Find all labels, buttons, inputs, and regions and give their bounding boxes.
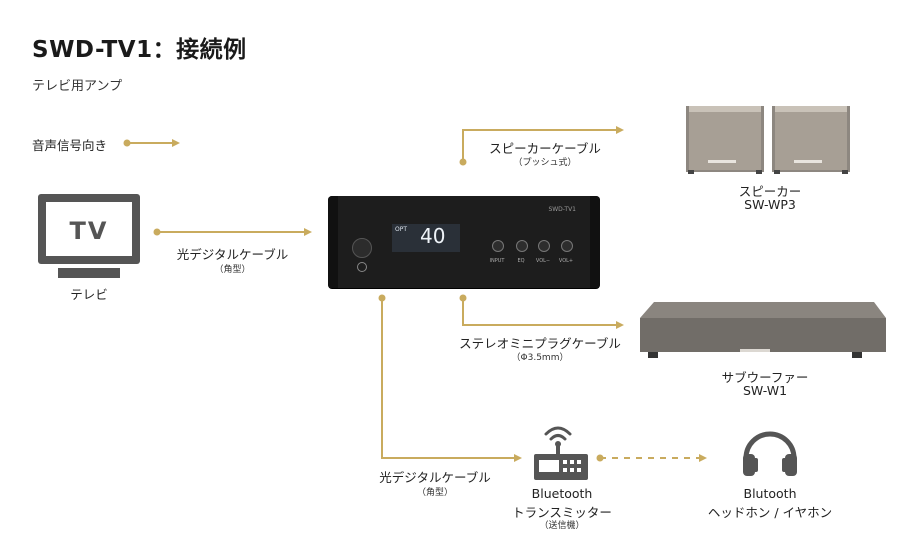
input-button-label: INPUT [489,258,505,264]
headphones-line1: Blutooth [743,486,797,501]
speakers-name: スピーカー [738,184,802,199]
tv-icon [38,194,140,278]
vol-down-button [538,240,550,252]
headphones-icon [743,431,797,476]
display-mode: OPT [395,226,408,233]
eq-button [516,240,528,252]
arrow-amp-to-speakers [462,126,624,162]
power-indicator-icon [357,262,367,272]
page-subtitle: テレビ用アンプ [32,79,123,94]
transmitter-note: （送信機） [539,521,585,531]
cable-optical-tv-note: （角型） [214,265,251,275]
arrow-amp-to-transmitter [381,298,522,462]
arrow-amp-to-subwoofer [462,298,624,329]
power-knob [352,238,372,258]
eq-button-label: EQ [517,258,525,264]
amp-display: OPT 40 [392,224,460,252]
headphones-line2: ヘッドホン / イヤホン [707,505,833,520]
display-value: 40 [420,224,446,248]
vol-up-button [561,240,573,252]
cable-optical-tv-label: 光デジタルケーブル [176,247,289,262]
cable-optical-bt-label: 光デジタルケーブル [379,470,491,485]
amplifier: OPT 40 SWD-TV1 INPUT EQ VOL− VOL+ [328,196,600,288]
cable-stereo-mini-note: （Φ3.5mm） [511,353,569,363]
vol-down-button-label: VOL− [535,258,551,264]
speakers-model: SW-WP3 [744,197,796,212]
cable-optical-bt-note: （角型） [416,488,453,498]
cable-speaker-label: スピーカーケーブル [489,141,601,156]
subwoofer-model: SW-W1 [742,383,788,398]
tv-label: テレビ [70,287,108,302]
bluetooth-transmitter-icon [534,426,588,480]
legend-label: 音声信号向き [32,138,108,153]
subwoofer-image [640,302,886,358]
input-button [492,240,504,252]
transmitter-line1: Bluetooth [531,486,593,501]
vol-up-button-label: VOL+ [558,258,574,264]
amp-brand: SWD-TV1 [548,206,576,213]
page-title: SWD-TV1：接続例 [32,37,247,63]
subwoofer-name: サブウーファー [721,370,809,385]
transmitter-line2: トランスミッター [512,505,612,520]
cable-stereo-mini-label: ステレオミニプラグケーブル [459,336,621,351]
cable-speaker-note: （プッシュ式） [513,158,577,168]
tv-icon-text: TV [69,217,109,245]
speakers-image [686,106,850,174]
